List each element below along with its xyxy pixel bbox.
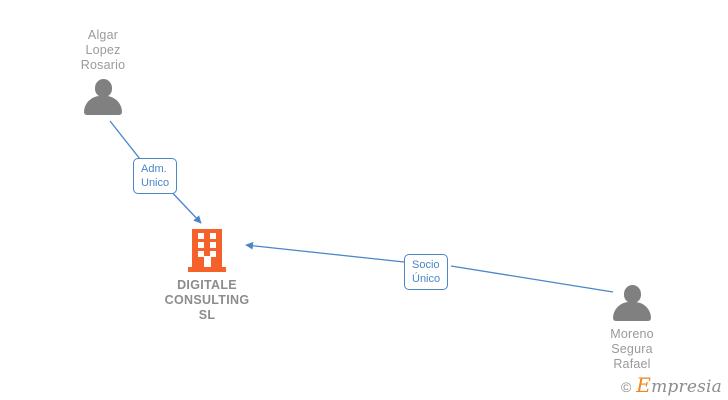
company-name-label: DIGITALE CONSULTING SL bbox=[164, 278, 250, 322]
brand-logo: Empresia bbox=[636, 375, 722, 397]
watermark: © Empresia bbox=[620, 375, 722, 397]
person-icon[interactable] bbox=[610, 285, 654, 323]
node-person-left-label: Algar Lopez Rosario bbox=[80, 28, 126, 72]
edge-line-adm-upper bbox=[109, 120, 141, 160]
person-head-shape bbox=[94, 79, 112, 97]
building-window bbox=[210, 233, 216, 239]
brand-rest: mpresia bbox=[651, 377, 722, 397]
node-person-right-label: Moreno Segura Rafael bbox=[610, 327, 654, 371]
node-person-left[interactable]: Algar Lopez Rosario bbox=[23, 28, 183, 117]
building-door bbox=[203, 256, 211, 267]
copyright-icon: © bbox=[620, 378, 632, 395]
person-body-shape bbox=[613, 302, 651, 321]
building-window bbox=[198, 233, 204, 239]
person-body-shape bbox=[84, 96, 122, 115]
person-icon[interactable] bbox=[81, 79, 125, 117]
building-window bbox=[210, 251, 216, 257]
brand-initial: E bbox=[636, 373, 652, 397]
edge-line-socio-left bbox=[245, 241, 405, 263]
building-window bbox=[210, 242, 216, 248]
node-person-right[interactable]: Moreno Segura Rafael bbox=[552, 285, 712, 372]
building-window bbox=[198, 242, 204, 248]
edge-label-adm-unico[interactable]: Adm. Unico bbox=[133, 158, 178, 194]
building-icon[interactable] bbox=[188, 228, 226, 272]
building-base-shape bbox=[188, 267, 226, 272]
node-company[interactable]: DIGITALE CONSULTING SL bbox=[117, 228, 297, 323]
person-head-shape bbox=[623, 285, 641, 303]
edge-line-socio-right bbox=[450, 265, 614, 293]
building-window bbox=[198, 251, 204, 257]
edge-label-socio-unico[interactable]: Socio Único bbox=[404, 254, 449, 290]
